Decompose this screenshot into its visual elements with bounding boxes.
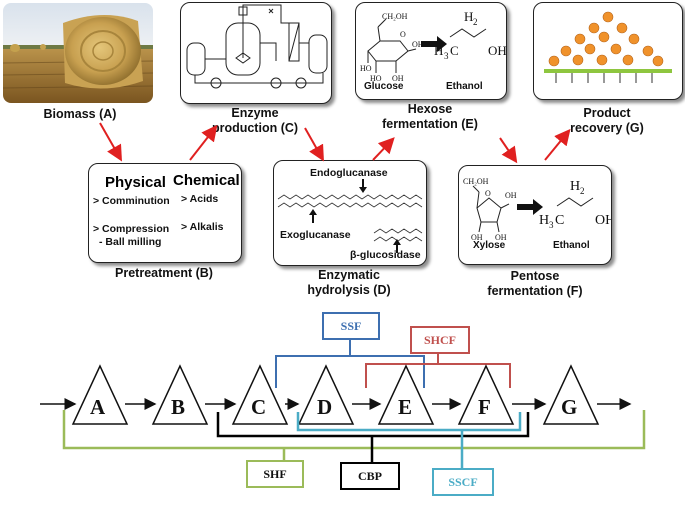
shcf-tag: SHCF bbox=[410, 326, 470, 354]
node-b bbox=[151, 364, 209, 425]
svg-text:3: 3 bbox=[549, 220, 554, 230]
svg-text:HO: HO bbox=[360, 64, 372, 73]
svg-text:OH: OH bbox=[505, 191, 517, 200]
cellulose-chain-icon bbox=[277, 179, 423, 253]
svg-text:3: 3 bbox=[444, 51, 449, 61]
node-g bbox=[542, 364, 600, 425]
cbp-bracket bbox=[216, 412, 530, 462]
svg-text:H: H bbox=[464, 9, 473, 24]
arrow-f-to-g bbox=[544, 128, 571, 161]
node-d bbox=[297, 364, 355, 425]
chemical-title: Chemical bbox=[173, 172, 240, 189]
caption-pretreatment: Pretreatment (B) bbox=[115, 266, 213, 280]
caption-biomass: Biomass (A) bbox=[43, 107, 117, 121]
svg-text:O: O bbox=[400, 30, 406, 39]
membrane-recovery-icon bbox=[544, 11, 672, 83]
svg-text:C: C bbox=[555, 213, 564, 228]
svg-text:OH: OH bbox=[595, 213, 611, 228]
svg-text:OH: OH bbox=[495, 233, 507, 242]
svg-text:OH: OH bbox=[488, 43, 506, 58]
svg-text:O: O bbox=[485, 189, 491, 198]
exoglucanase-label: Exoglucanase bbox=[280, 229, 351, 241]
pretreatment-box: Physical Chemical > Comminution > Compre… bbox=[88, 163, 242, 263]
svg-text:2: 2 bbox=[580, 186, 585, 196]
sscf-tag: SSCF bbox=[432, 468, 494, 496]
enzymatic-hydrolysis-box: Endoglucanase Exoglucanase β-glucosidase bbox=[273, 160, 427, 266]
svg-text:OH: OH bbox=[392, 74, 404, 83]
svg-text:OH: OH bbox=[471, 233, 483, 242]
chemical-item-acids: > Acids bbox=[181, 193, 219, 205]
physical-item-comminution: > Comminution bbox=[93, 195, 170, 207]
bioreactor-icon bbox=[186, 4, 328, 89]
shf-bracket bbox=[62, 410, 646, 460]
svg-text:HO: HO bbox=[370, 74, 382, 83]
physical-item-compression: > Compression bbox=[93, 223, 170, 235]
chemical-item-alkalis: > Alkalis bbox=[181, 221, 224, 233]
shf-tag: SHF bbox=[246, 460, 304, 488]
arrow-a-to-b bbox=[99, 122, 122, 162]
arrow-c-to-d bbox=[304, 127, 324, 162]
svg-text:H: H bbox=[539, 213, 549, 228]
arrow-b-to-c bbox=[189, 124, 218, 161]
enzyme-production-box bbox=[180, 2, 332, 104]
svg-text:C: C bbox=[450, 43, 459, 58]
svg-text:CH₂OH: CH₂OH bbox=[382, 12, 408, 21]
node-c bbox=[231, 364, 289, 425]
physical-title: Physical bbox=[105, 174, 166, 191]
arrow-d-to-e bbox=[372, 137, 395, 161]
node-e bbox=[377, 364, 435, 425]
node-a bbox=[71, 364, 129, 425]
xylose-label: Xylose bbox=[473, 240, 506, 251]
svg-text:CH₂OH: CH₂OH bbox=[463, 177, 489, 186]
beta-glucosidase-label: β-glucosidase bbox=[350, 249, 421, 261]
node-f bbox=[457, 364, 515, 425]
ethanol-label-pentose: Ethanol bbox=[553, 240, 590, 251]
sscf-bracket bbox=[296, 412, 522, 468]
arrow-e-to-f bbox=[499, 137, 518, 164]
svg-text:2: 2 bbox=[473, 17, 478, 27]
biomass-photo bbox=[3, 3, 153, 103]
ssf-tag: SSF bbox=[322, 312, 380, 340]
product-recovery-box bbox=[533, 2, 683, 100]
physical-item-ball-milling: - Ball milling bbox=[99, 236, 162, 248]
svg-text:OH: OH bbox=[412, 40, 424, 49]
endoglucanase-label: Endoglucanase bbox=[310, 167, 388, 179]
ethanol-label-hexose: Ethanol bbox=[446, 81, 483, 92]
cbp-tag: CBP bbox=[340, 462, 400, 490]
svg-text:H: H bbox=[570, 179, 580, 194]
svg-text:H: H bbox=[434, 43, 443, 58]
glucose-label: Glucose bbox=[364, 81, 404, 92]
